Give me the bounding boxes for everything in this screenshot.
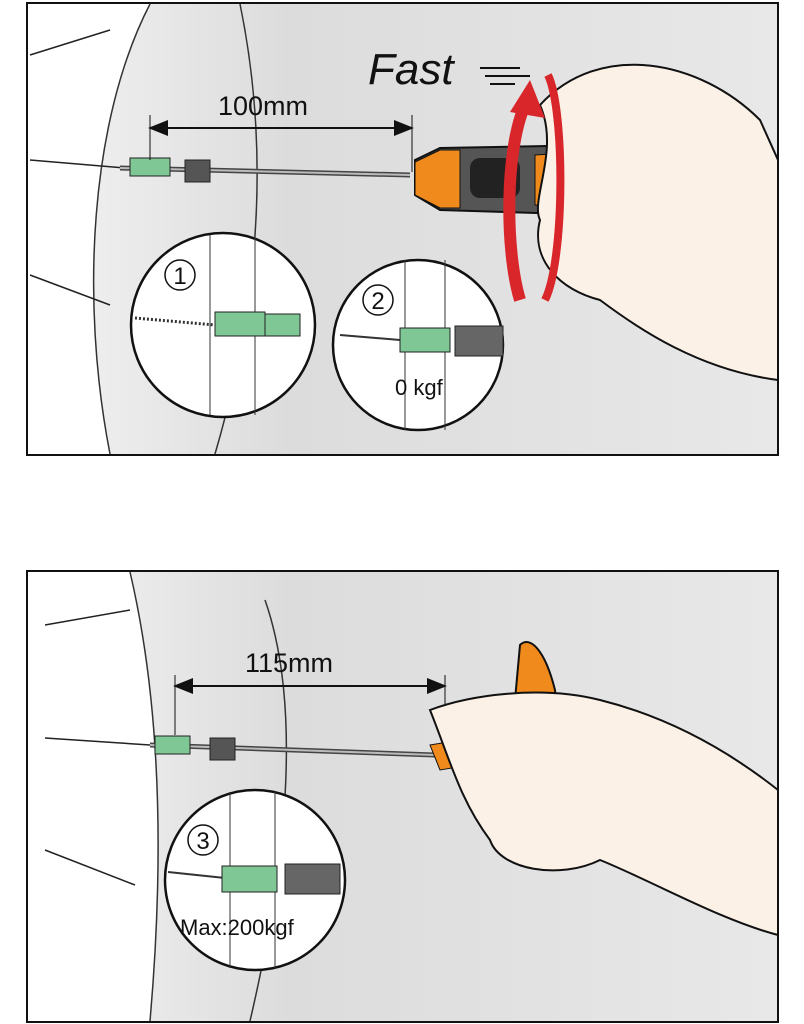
nipple: [129, 157, 171, 177]
bottom-panel: 115mm 3 Max:200kgf: [26, 570, 779, 1023]
inset-step-3: 3 Max:200kgf: [163, 788, 347, 972]
speed-lines-icon: [480, 67, 530, 85]
top-panel: Fast 100mm 1 2 0 kgf: [26, 2, 779, 456]
step-2-force: 0 kgf: [395, 375, 444, 400]
fast-label: Fast: [368, 45, 455, 94]
hand: [428, 691, 779, 937]
hand: [536, 63, 779, 382]
inset-step-2: 2 0 kgf: [331, 258, 505, 432]
step-1-number: 1: [173, 263, 186, 290]
top-distance-label: 100mm: [218, 91, 308, 121]
step-3-force: Max:200kgf: [180, 915, 295, 940]
inset-step-1: 1: [129, 231, 317, 419]
bottom-distance-label: 115mm: [245, 648, 333, 678]
rotation-arrow-icon: [503, 73, 565, 302]
step-2-number: 2: [371, 288, 384, 315]
step-3-number: 3: [196, 828, 209, 855]
